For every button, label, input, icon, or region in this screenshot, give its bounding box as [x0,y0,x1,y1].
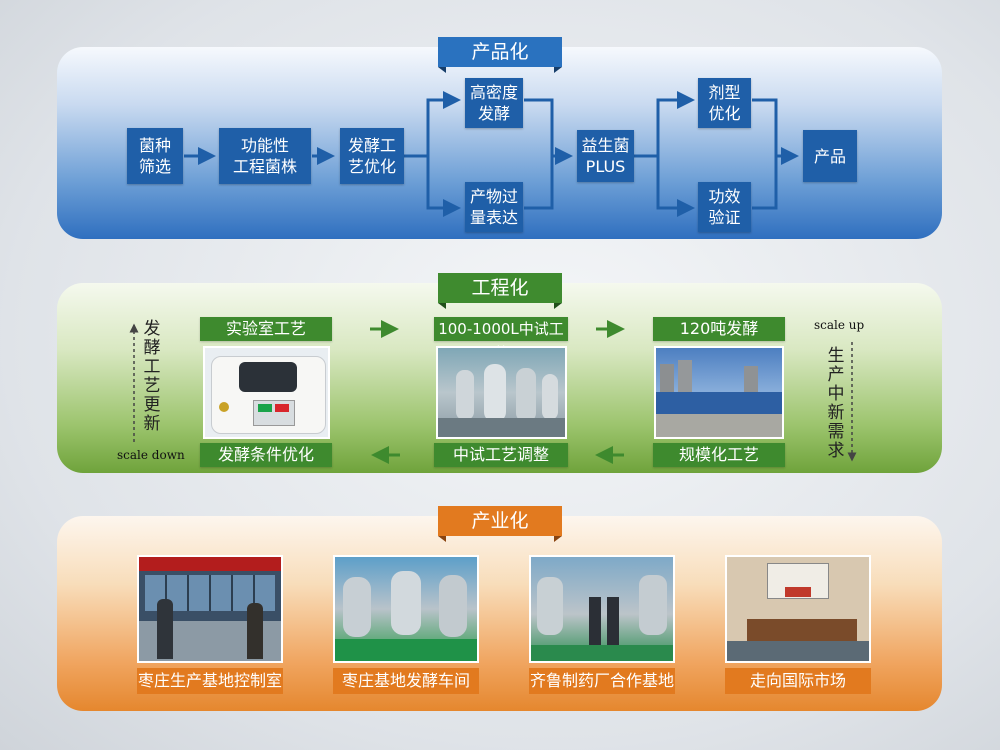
product-node: 产品 [803,130,857,182]
strain-screening-node: 菌种 筛选 [127,128,183,184]
scale-process-label: 规模化工艺 [653,443,785,467]
lab-incubator-photo [203,346,330,439]
pilot-plant-photo [436,346,567,439]
120t-fermentation-label: 120吨发酵 [653,317,785,341]
lab-process-label: 实验室工艺 [200,317,332,341]
industrial-plant-photo [654,346,784,439]
overexpression-node: 产物过 量表达 [465,182,523,232]
control-room-photo [137,555,283,663]
international-market-caption: 走向国际市场 [725,668,871,694]
dosage-optimization-node: 剂型 优化 [698,78,751,128]
fermentation-hall-caption: 枣庄基地发酵车间 [333,668,479,694]
engineering-title: 工程化 [471,277,529,299]
scale-up-text: scale up [814,318,865,332]
qilu-base-photo [529,555,675,663]
fermentation-condition-label: 发酵条件优化 [200,443,332,467]
product-ribbon: 产品化 [438,37,562,73]
qilu-base-caption: 齐鲁制药厂合作基地 [529,668,675,694]
control-room-caption: 枣庄生产基地控制室 [137,668,283,694]
probiotic-plus-node: 益生菌 PLUS [577,130,634,182]
functional-strain-node: 功能性 工程菌株 [219,128,311,184]
scale-down-text: scale down [117,448,185,462]
process-update-vertical-text: 发酵工艺更新 [143,319,161,434]
product-title: 产品化 [471,41,529,63]
international-meeting-photo [725,555,871,663]
industrial-title: 产业化 [471,510,529,532]
efficacy-verification-node: 功效 验证 [698,182,751,232]
industrial-ribbon: 产业化 [438,506,562,542]
pilot-adjustment-label: 中试工艺调整 [434,443,568,467]
high-density-node: 高密度 发酵 [465,78,523,128]
new-demand-vertical-text: 生产中新需求 [827,346,845,461]
engineering-ribbon: 工程化 [438,273,562,309]
fermentation-optimization-node: 发酵工 艺优化 [340,128,404,184]
fermentation-hall-photo [333,555,479,663]
